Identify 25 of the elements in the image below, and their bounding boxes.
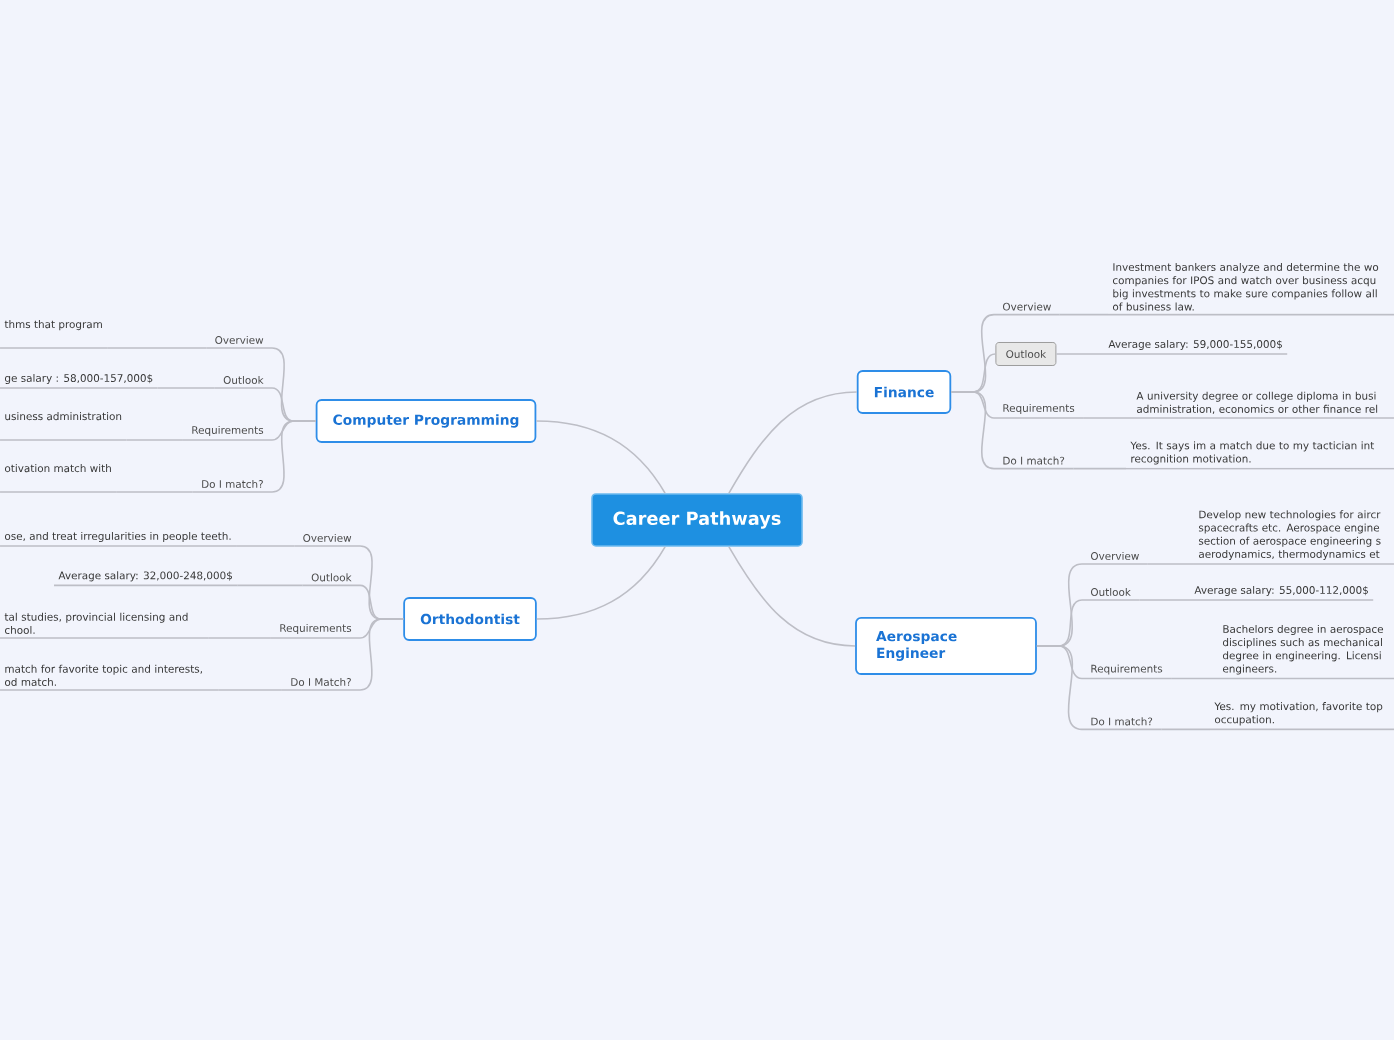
connector-line bbox=[208, 637, 272, 639]
connector-line bbox=[1055, 353, 1105, 355]
connector-line bbox=[1082, 417, 1133, 419]
connector-line bbox=[728, 391, 858, 494]
connector-line bbox=[1146, 563, 1195, 565]
connector-line bbox=[1072, 467, 1127, 470]
connector-line bbox=[115, 491, 194, 493]
connector-line bbox=[1170, 677, 1219, 680]
connector-line bbox=[1036, 645, 1083, 731]
connector-line bbox=[125, 439, 184, 441]
connector-line bbox=[1058, 313, 1109, 316]
connector-line bbox=[359, 618, 405, 691]
connector-line bbox=[235, 545, 296, 547]
connector-line bbox=[1160, 728, 1211, 731]
connector-line bbox=[156, 387, 216, 389]
connector-line bbox=[271, 420, 317, 493]
connector-line bbox=[1138, 599, 1191, 601]
connector-line bbox=[728, 546, 856, 647]
connector-line bbox=[535, 420, 666, 494]
connector-line bbox=[536, 546, 666, 620]
connector-line bbox=[950, 391, 995, 470]
connector-line bbox=[106, 347, 208, 349]
connector-line bbox=[218, 689, 283, 691]
central-topic-box: Career Pathways bbox=[591, 493, 803, 547]
connector-line bbox=[236, 584, 304, 587]
